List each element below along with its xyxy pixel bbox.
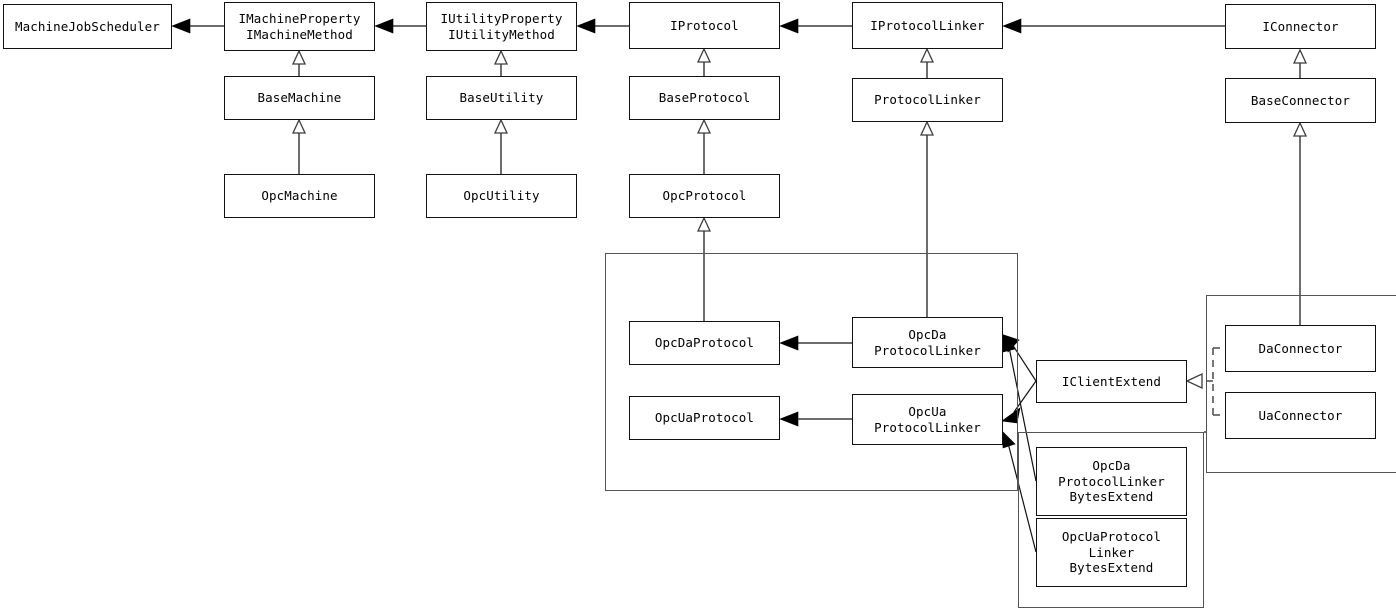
association-iutility-to-imachine bbox=[374, 18, 426, 34]
class-box-imachine-property-method[interactable]: IMachineProperty IMachineMethod bbox=[224, 2, 375, 51]
class-box-base-utility[interactable]: BaseUtility bbox=[426, 76, 577, 120]
generalization-opcprotocol-to-baseprotocol bbox=[696, 118, 712, 174]
class-box-iconnector[interactable]: IConnector bbox=[1225, 4, 1376, 49]
class-box-opc-ua-protocol-linker[interactable]: OpcUa ProtocolLinker bbox=[852, 394, 1003, 445]
class-box-opc-utility[interactable]: OpcUtility bbox=[426, 174, 577, 218]
generalization-opcutility-to-baseutility bbox=[493, 118, 509, 174]
class-box-iclient-extend[interactable]: IClientExtend bbox=[1036, 360, 1187, 403]
generalization-basemachine-to-imachine bbox=[291, 49, 307, 76]
generalization-baseprotocol-to-iprotocol bbox=[696, 47, 712, 76]
class-box-opc-da-protocol-linker[interactable]: OpcDa ProtocolLinker bbox=[852, 317, 1003, 368]
class-box-base-connector[interactable]: BaseConnector bbox=[1225, 78, 1376, 123]
generalization-baseutility-to-iutility bbox=[493, 49, 509, 76]
association-iprotocollinker-to-iprotocol bbox=[779, 18, 852, 34]
class-box-da-connector[interactable]: DaConnector bbox=[1225, 325, 1376, 372]
group-connector-frame bbox=[1206, 295, 1396, 473]
class-box-iprotocol[interactable]: IProtocol bbox=[629, 2, 780, 49]
class-box-opc-ua-protocol-linker-bytes-extend[interactable]: OpcUaProtocol Linker BytesExtend bbox=[1036, 518, 1187, 587]
class-box-iprotocol-linker[interactable]: IProtocolLinker bbox=[852, 2, 1003, 49]
class-box-ua-connector[interactable]: UaConnector bbox=[1225, 392, 1376, 439]
class-box-protocol-linker[interactable]: ProtocolLinker bbox=[852, 78, 1003, 122]
class-box-iutility-property-method[interactable]: IUtilityProperty IUtilityMethod bbox=[426, 2, 577, 51]
class-box-opc-da-protocol[interactable]: OpcDaProtocol bbox=[629, 321, 780, 365]
generalization-opcmachine-to-basemachine bbox=[291, 118, 307, 174]
class-box-opc-machine[interactable]: OpcMachine bbox=[224, 174, 375, 218]
group-protocol-frame bbox=[605, 253, 1018, 491]
class-box-machine-job-scheduler[interactable]: MachineJobScheduler bbox=[3, 4, 172, 49]
association-imachine-to-scheduler bbox=[171, 18, 224, 34]
association-iconnector-to-iprotocollinker bbox=[1002, 18, 1225, 34]
association-iprotocol-to-iutility bbox=[576, 18, 629, 34]
generalization-protocollinker-to-iprotocollinker bbox=[919, 47, 935, 78]
class-box-base-machine[interactable]: BaseMachine bbox=[224, 76, 375, 120]
class-box-opc-da-protocol-linker-bytes-extend[interactable]: OpcDa ProtocolLinker BytesExtend bbox=[1036, 447, 1187, 516]
class-box-opc-ua-protocol[interactable]: OpcUaProtocol bbox=[629, 396, 780, 440]
generalization-baseconnector-to-iconnector bbox=[1292, 48, 1308, 78]
class-box-base-protocol[interactable]: BaseProtocol bbox=[629, 76, 780, 120]
class-box-opc-protocol[interactable]: OpcProtocol bbox=[629, 174, 780, 218]
